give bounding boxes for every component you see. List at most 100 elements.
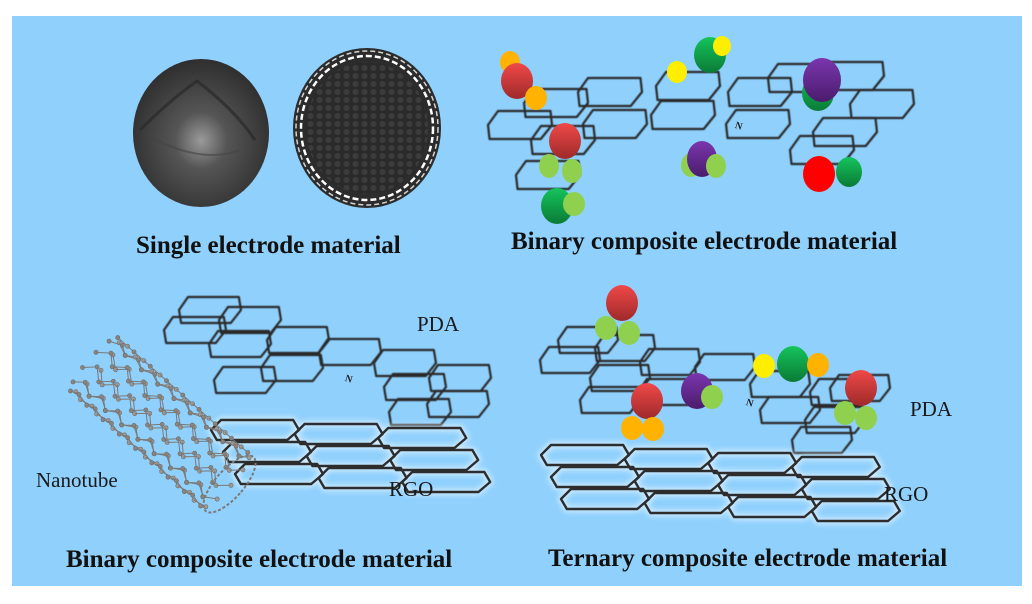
rgo-ring [790,455,881,479]
aromatic-ring [212,365,278,395]
atom-green [836,157,862,187]
nanotube-atom [116,431,122,437]
atom-red [631,383,663,419]
nanotube-bond [112,381,116,397]
nanotube-atom [236,453,242,459]
atom-orange [642,417,664,441]
rgo-glow [208,417,302,443]
atom-lightgreen [706,154,726,178]
nanotube-bond [117,410,123,426]
nanotube-atom [99,394,104,400]
atom-lightgreen [855,406,877,430]
atom-green [777,346,809,382]
nanotube-bond [129,395,132,411]
rgo-glow [705,450,800,476]
aromatic-ring [593,333,657,363]
nanotube-atom [142,393,148,398]
nanotube-atom [184,400,190,406]
aromatic-ring [387,397,453,427]
nanotube-atom [175,436,181,442]
nanotube-bond [116,384,119,400]
nanotube-atom [141,379,146,385]
rgo-sheet-binary [208,417,494,495]
rgo-ring [717,473,808,497]
atom-red [606,285,638,321]
nanotube-bond [84,382,90,397]
rgo-ring [549,465,641,489]
atom-yellow [667,61,687,83]
atom-orange [807,353,829,377]
nanotube-bond [177,438,181,454]
nanotube-bond [95,351,112,354]
atom-lightgreen [562,159,582,183]
nanotube-atom [180,466,186,471]
nanotube-atom [173,408,179,414]
aromatic-ring [811,116,879,148]
atom-clusters-ternary [595,285,877,441]
aromatic-ring [828,373,892,403]
rgo-glow [798,476,893,502]
rgo-ring [643,491,734,515]
nanotube-bond [112,366,128,369]
nanotube-bond [193,438,209,440]
aromatic-ring [162,315,228,345]
aromatic-ring [425,389,491,419]
rgo-sheet-ternary [538,442,903,524]
nanotube-atom [168,465,173,471]
nanotube-atom [213,483,219,488]
nanotube-atom [149,460,155,466]
nanotube-atom [200,494,206,500]
rgo-ring [539,443,631,467]
nanotube-atom [184,480,190,485]
rgo-ring [305,444,396,468]
aromatic-ring [177,295,243,325]
nanotube-bond [96,366,100,382]
nanotube-atom [127,393,133,399]
rgo-glow [788,454,883,480]
atom-cluster [500,51,547,110]
aromatic-ring [427,363,493,393]
nanotube-atom [197,468,203,474]
atom-cluster [802,58,841,111]
nanotube-bond [197,456,201,472]
atom-cluster [621,383,664,441]
rgo-glow [538,442,632,468]
rgo-ring [401,470,492,494]
nanotube-atom [131,423,137,428]
nanotube-bond [215,484,231,486]
nanotube-atom [94,364,100,370]
label-pda-binary: PDA [417,312,460,336]
nanotube-bond [144,394,160,397]
label-nanotube: Nanotube [36,468,118,492]
nanotube-atom [155,381,161,387]
atom-orange [621,416,643,440]
rgo-ring [209,418,301,442]
porous-carbon-sphere [293,48,441,208]
rgo-glow [621,446,716,472]
atom-cluster [753,346,829,382]
nanotube-atom [106,338,112,344]
nanotube-atom [192,450,198,456]
rgo-ring [221,440,313,464]
caption-binary-pda: Binary composite electrode material [511,228,898,255]
caption-single-electrode: Single electrode material [136,232,401,259]
solid-carbon-sphere [133,59,269,207]
rgo-glow [548,464,642,490]
rgo-glow [558,486,652,512]
caption-ternary: Ternary composite electrode material [548,545,948,572]
nanotube-atom [108,350,114,356]
nanotube-bond [132,399,136,414]
aromatic-ring [693,352,757,382]
nanotube-bond [100,396,107,411]
atom-cluster [541,188,585,224]
nanotube-atom [70,379,76,385]
nanotube-atom [99,382,105,388]
nanotube-atom [168,386,174,391]
nanotube-atom [152,371,158,377]
aromatic-ring [538,345,602,375]
nanotube-bond [145,409,149,426]
rgo-ring [623,447,714,471]
aromatic-ring [514,159,582,191]
aromatic-ring [654,70,722,102]
